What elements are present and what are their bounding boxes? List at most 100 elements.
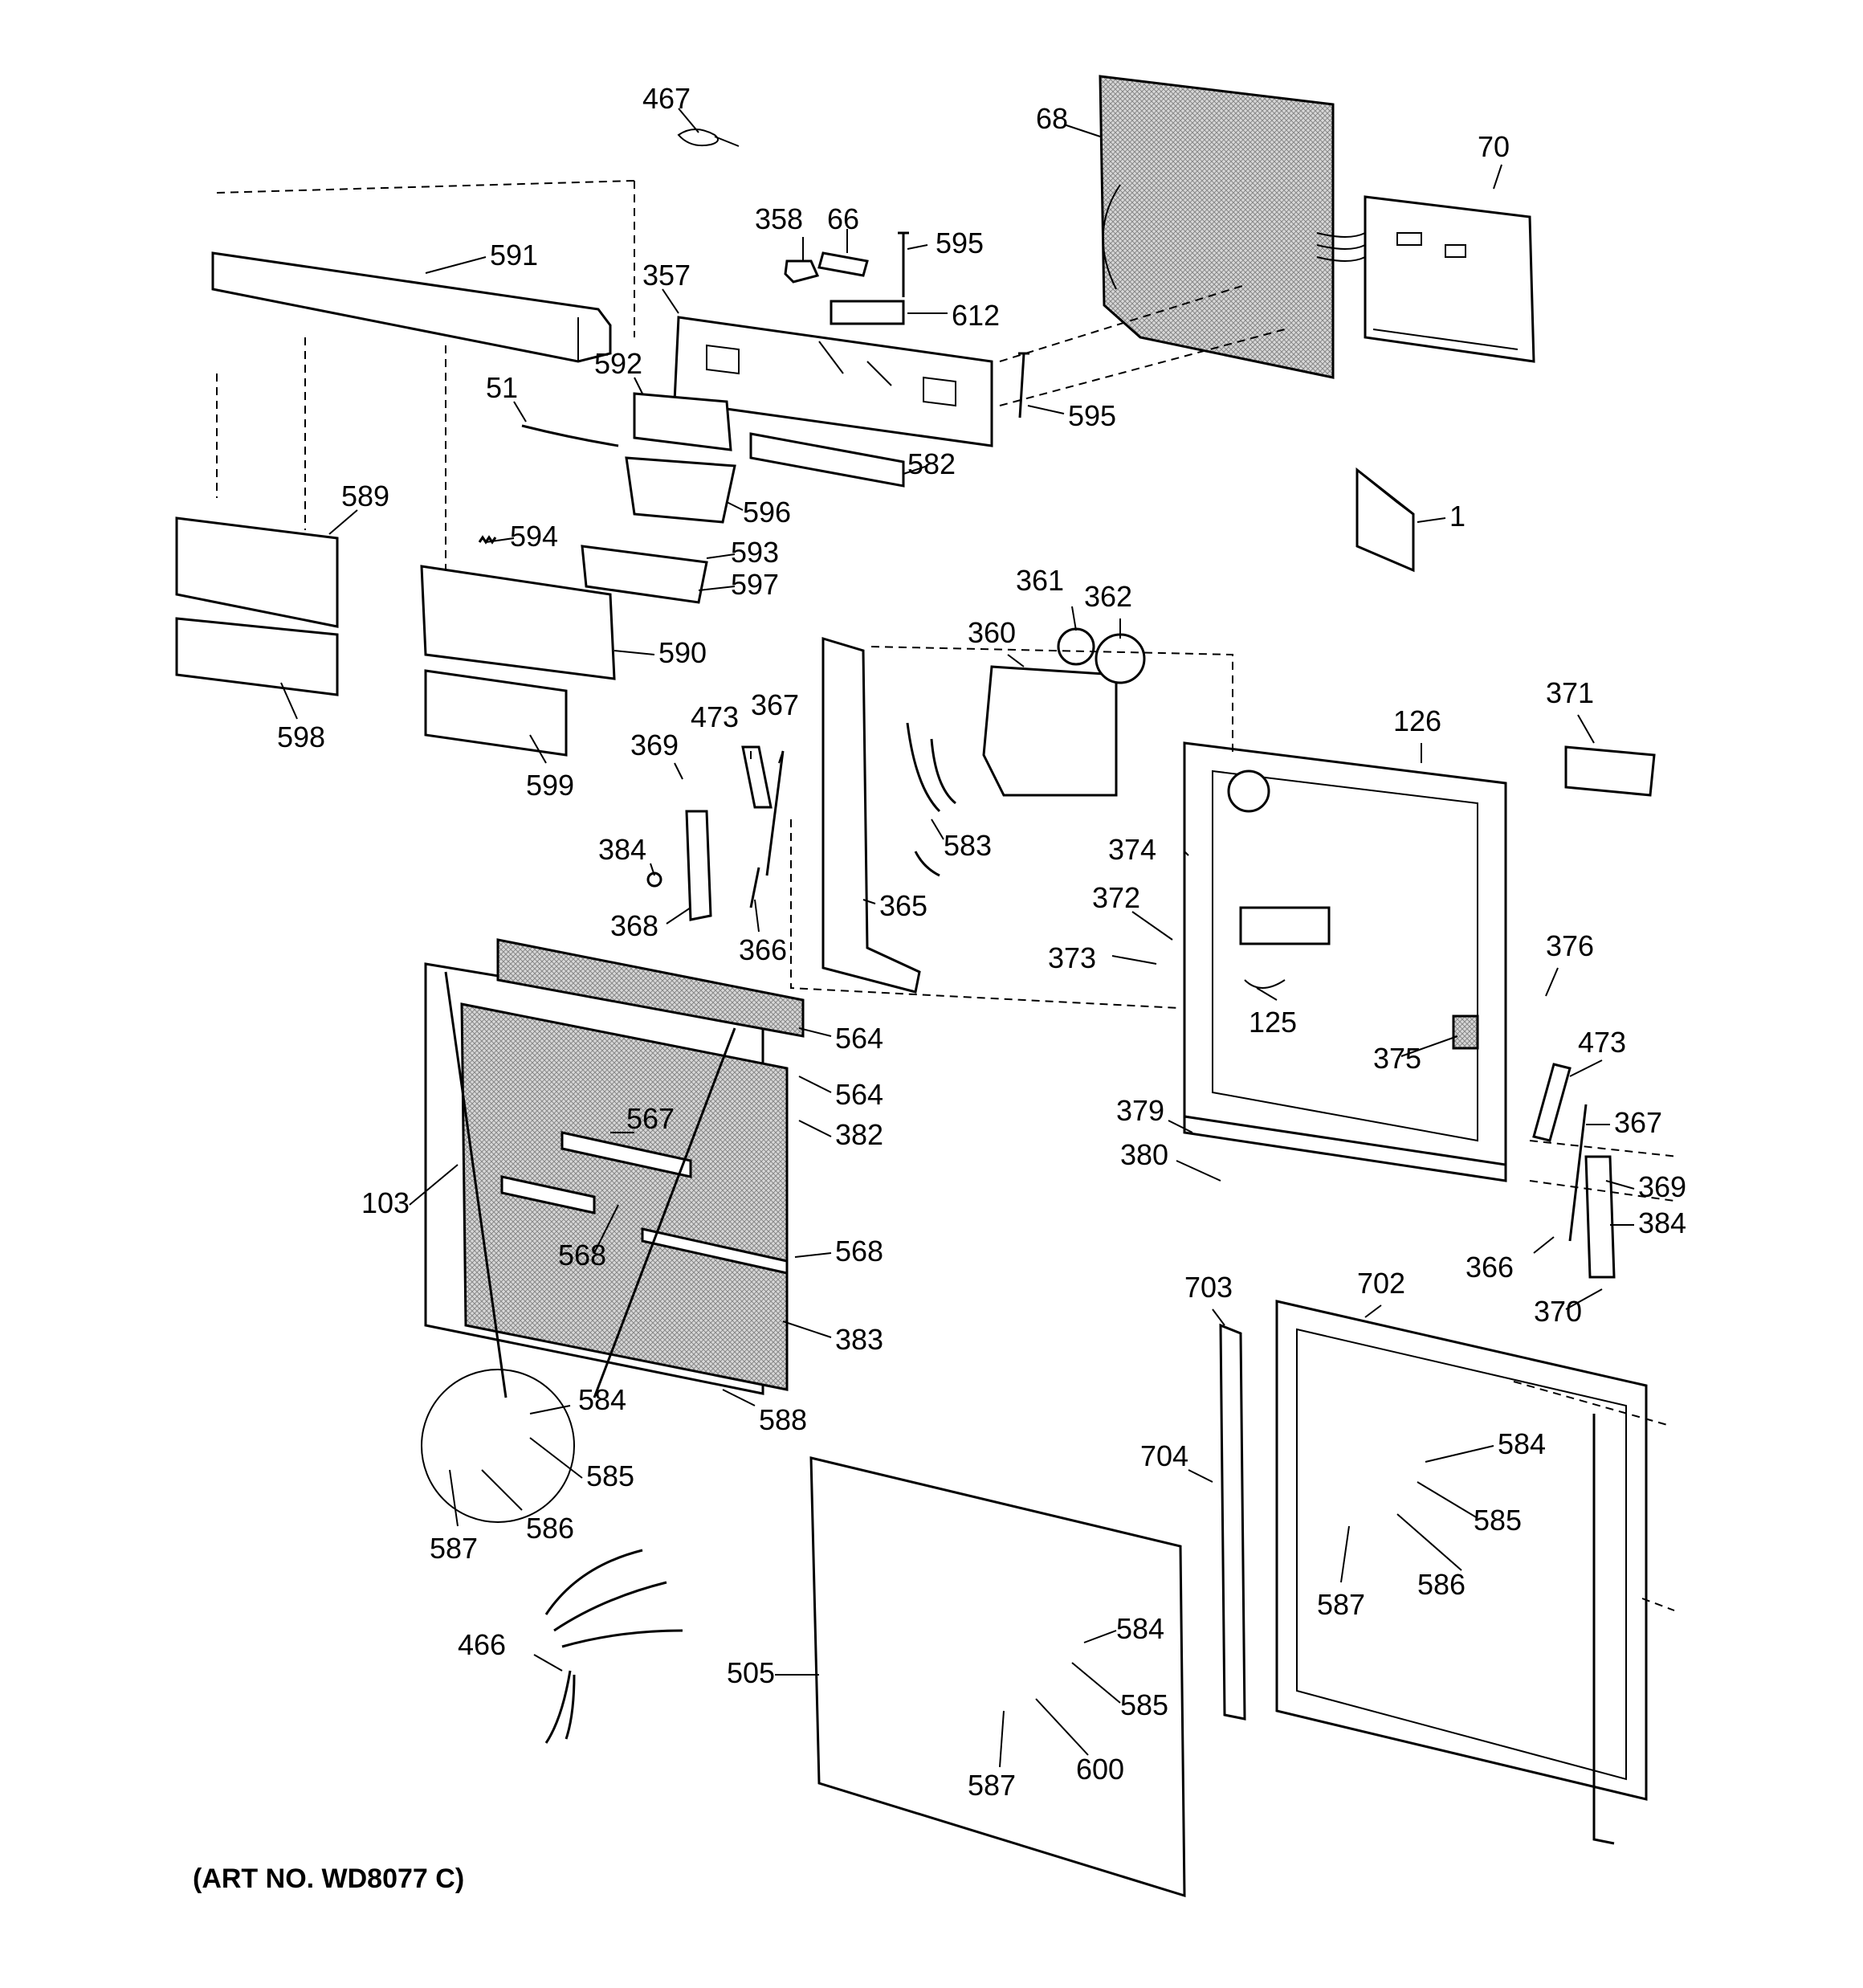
- part-567-rail: [561, 1131, 692, 1178]
- callout-592: 592: [594, 347, 642, 380]
- part-473-left: [741, 745, 773, 809]
- callout-598: 598: [277, 720, 325, 753]
- part-372-bracket: [1239, 906, 1331, 945]
- callout-372: 372: [1092, 881, 1140, 914]
- part-357-control-housing: [673, 316, 993, 447]
- part-368-left: [685, 810, 712, 921]
- part-466-harness: [544, 1549, 683, 1744]
- callout-599: 599: [526, 769, 574, 802]
- callout-66: 66: [827, 202, 859, 235]
- callout-leaders: [280, 108, 1635, 1768]
- callout-357: 357: [642, 259, 691, 292]
- callout-564-lower: 564: [835, 1078, 883, 1111]
- callout-371: 371: [1546, 676, 1594, 709]
- callout-361: 361: [1016, 564, 1064, 597]
- callout-594: 594: [510, 520, 558, 553]
- callout-703: 703: [1184, 1271, 1233, 1304]
- callout-589: 589: [341, 480, 389, 512]
- part-66: [817, 251, 869, 277]
- detail-circle-left: [421, 1369, 575, 1523]
- part-51-wire: [521, 424, 619, 447]
- part-374-inner-door: [1183, 741, 1507, 1174]
- callout-374: 374: [1108, 833, 1156, 866]
- part-596-cup: [625, 456, 736, 524]
- callout-373: 373: [1048, 941, 1096, 974]
- part-362: [1095, 633, 1146, 684]
- callout-68: 68: [1036, 102, 1068, 135]
- part-590-console: [420, 565, 616, 680]
- callout-375: 375: [1373, 1042, 1421, 1075]
- callout-379: 379: [1116, 1094, 1164, 1127]
- part-612: [830, 300, 905, 325]
- callout-585-center: 585: [1120, 1688, 1168, 1721]
- callout-370: 370: [1534, 1295, 1582, 1328]
- part-367-right: [1568, 1104, 1588, 1242]
- part-702-frame: [1275, 1300, 1648, 1801]
- part-598-overlay: [175, 617, 339, 696]
- callout-384-right: 384: [1638, 1206, 1686, 1239]
- callout-358: 358: [755, 202, 803, 235]
- callout-366-left: 366: [739, 933, 787, 966]
- callout-362: 362: [1084, 580, 1132, 613]
- callout-564-top: 564: [835, 1022, 883, 1055]
- part-367-left: [765, 750, 785, 876]
- callout-376: 376: [1546, 929, 1594, 962]
- callout-568-right: 568: [835, 1235, 883, 1268]
- callout-568-left: 568: [558, 1239, 606, 1272]
- part-370: [1584, 1155, 1616, 1279]
- callout-labels: 467 68 70 358 66 595 591 357 612 592 51 …: [277, 82, 1686, 1802]
- callout-466: 466: [458, 1628, 506, 1661]
- part-473-right: [1532, 1063, 1572, 1142]
- callout-380: 380: [1120, 1138, 1168, 1171]
- part-1-envelope: [1355, 467, 1415, 573]
- drawing: [175, 75, 1679, 1898]
- callout-70: 70: [1478, 130, 1510, 163]
- part-365-duct: [821, 636, 921, 994]
- callout-587-center: 587: [968, 1769, 1016, 1802]
- callout-367-left: 367: [751, 688, 799, 721]
- part-361: [1057, 627, 1095, 666]
- callout-369-left: 369: [630, 729, 679, 761]
- part-505-panel: [809, 1456, 1186, 1898]
- callout-584-center: 584: [1116, 1612, 1164, 1645]
- callout-595-right: 595: [1068, 399, 1116, 432]
- callout-588: 588: [759, 1403, 807, 1436]
- part-592-bracket: [633, 392, 732, 451]
- part-591-trim-bar: [211, 251, 612, 363]
- callout-702: 702: [1357, 1267, 1405, 1300]
- callout-567: 567: [626, 1102, 675, 1135]
- callout-366-right: 366: [1466, 1251, 1514, 1284]
- part-383-panel: [460, 1002, 789, 1391]
- part-593-597-plate: [581, 545, 708, 604]
- callout-382: 382: [835, 1118, 883, 1151]
- callout-1: 1: [1449, 500, 1466, 533]
- callout-591: 591: [490, 239, 538, 271]
- callout-586-right: 586: [1417, 1568, 1466, 1601]
- callout-369-right: 369: [1638, 1170, 1686, 1203]
- callout-583: 583: [944, 829, 992, 862]
- part-595-clip-top: [898, 231, 909, 297]
- callout-103: 103: [361, 1186, 410, 1219]
- callout-582: 582: [907, 447, 956, 480]
- part-70-control-board: [1364, 195, 1535, 363]
- callout-587-right: 587: [1317, 1588, 1365, 1621]
- part-360-dispenser: [982, 665, 1118, 797]
- part-371: [1564, 745, 1656, 797]
- part-582-switch: [749, 432, 905, 488]
- callout-360: 360: [968, 616, 1016, 649]
- callout-51: 51: [486, 371, 518, 404]
- callout-596: 596: [743, 496, 791, 529]
- part-568-rail-left: [500, 1175, 596, 1214]
- part-379-strip: [1183, 1115, 1507, 1182]
- callout-467: 467: [642, 82, 691, 115]
- art-number: (ART NO. WD8077 C): [193, 1863, 464, 1894]
- callout-597: 597: [731, 568, 779, 601]
- callout-612: 612: [952, 299, 1000, 332]
- callout-505: 505: [727, 1656, 775, 1689]
- callout-585-left: 585: [586, 1459, 634, 1492]
- part-125: [1244, 979, 1286, 989]
- callout-595-top: 595: [936, 227, 984, 259]
- callout-600: 600: [1076, 1753, 1124, 1786]
- callout-125: 125: [1249, 1006, 1297, 1039]
